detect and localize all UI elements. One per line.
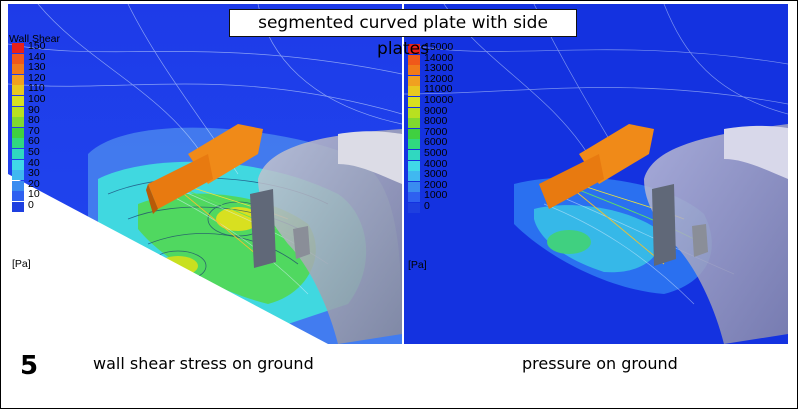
legend-tick-label: 9000 (424, 104, 448, 117)
vehicle-roof (338, 131, 402, 184)
legend-header: Wall Shear (9, 33, 60, 45)
legend-tick-label: 60 (28, 135, 40, 148)
legend-swatch (12, 170, 24, 181)
legend-swatch (408, 65, 420, 76)
legend-swatch (12, 117, 24, 128)
legend-swatch (12, 85, 24, 96)
vehicle-body (644, 124, 788, 344)
legend-swatch (408, 86, 420, 97)
curved-plate-front (539, 154, 604, 209)
legend-swatch (408, 44, 420, 54)
legend-tick-label: 1000 (424, 189, 448, 202)
legend-swatch (408, 128, 420, 139)
legend-tick-label: 50 (28, 146, 40, 158)
legend-swatch (408, 97, 420, 107)
legend-swatch (12, 74, 24, 85)
legend-swatch (408, 75, 420, 86)
pressure-caption: pressure on ground (522, 354, 678, 373)
legend-swatch (12, 202, 24, 212)
legend-swatch (12, 106, 24, 117)
legend-swatch (408, 139, 420, 150)
side-plate-left (146, 184, 158, 214)
legend-swatch (12, 191, 24, 202)
legend-tick-label: 80 (28, 114, 40, 127)
legend-swatch (12, 138, 24, 149)
wheel-hub (692, 224, 708, 257)
pressure-contour-cyan (534, 205, 664, 273)
wall-shear-render (8, 4, 402, 344)
legend-tick-label: 13000 (424, 62, 454, 75)
right-caption-area: pressure on ground (404, 344, 788, 390)
legend-tick-label: 0 (424, 200, 430, 212)
side-panel (652, 184, 676, 266)
legend-color-bar (408, 44, 420, 214)
legend-color-bar (12, 43, 24, 213)
legend-tick-label: 30 (28, 167, 40, 180)
legend-tick-label: 14000 (424, 51, 454, 64)
legend-tick-label: 3000 (424, 168, 448, 181)
legend-swatch (12, 180, 24, 191)
legend-tick-label: 10000 (424, 94, 454, 106)
shear-hotspot-1 (216, 207, 260, 231)
legend-swatch (408, 107, 420, 118)
legend-swatch (408, 203, 420, 213)
legend-swatch (408, 118, 420, 129)
legend-tick-label: 2000 (424, 178, 448, 191)
legend-swatch (408, 160, 420, 171)
ground-cutaway (8, 174, 328, 344)
legend-tick-label: 150 (28, 40, 46, 52)
legend-swatch (408, 171, 420, 182)
legend-tick-label: 12000 (424, 72, 454, 85)
legend-swatch (408, 150, 420, 160)
legend-swatch (12, 64, 24, 75)
legend-tick-label: 8000 (424, 115, 448, 128)
vehicle-roof (724, 125, 788, 179)
legend-tick-label: 100 (28, 93, 46, 105)
side-panel (250, 189, 276, 268)
legend-swatch (12, 53, 24, 64)
legend-swatch (12, 149, 24, 159)
slide-number: 5 (20, 351, 39, 381)
legend-unit: [Pa] (408, 259, 427, 271)
legend-tick-label: 110 (28, 82, 45, 95)
wall-shear-caption: wall shear stress on ground (93, 354, 314, 373)
legend-tick-label: 7000 (424, 125, 448, 138)
legend-swatch (12, 127, 24, 138)
legend-swatch (12, 43, 24, 53)
legend-tick-label: 10 (28, 188, 40, 201)
legend-tick-label: 90 (28, 103, 40, 116)
legend-tick-label: 6000 (424, 136, 448, 149)
legend-tick-label: 15000 (424, 41, 454, 53)
legend-swatch (408, 192, 420, 203)
left-caption-area: 5 wall shear stress on ground (8, 344, 402, 390)
vehicle-body (258, 129, 402, 344)
legend-tick-label: 0 (28, 199, 34, 211)
legend-swatch (408, 181, 420, 192)
legend-tick-label: 70 (28, 124, 40, 137)
legend-tick-label: 11000 (424, 83, 453, 96)
legend-tick-label: 140 (28, 50, 46, 63)
legend-swatch (12, 159, 24, 170)
pressure-render (404, 4, 788, 344)
legend-swatch (12, 96, 24, 106)
legend-tick-label: 5000 (424, 147, 448, 159)
wheel-hub (293, 226, 310, 259)
legend-unit: [Pa] (12, 258, 31, 270)
legend-tick-label: 40 (28, 156, 40, 169)
legend-swatch (408, 54, 420, 65)
legend-tick-label: 120 (28, 71, 46, 84)
curved-plate-front (148, 154, 213, 209)
legend-tick-label: 130 (28, 61, 46, 74)
pressure-hotspot (547, 230, 591, 254)
figure-title: segmented curved plate with side plates (229, 9, 577, 59)
legend-tick-label: 4000 (424, 157, 448, 170)
legend-tick-label: 20 (28, 177, 40, 190)
